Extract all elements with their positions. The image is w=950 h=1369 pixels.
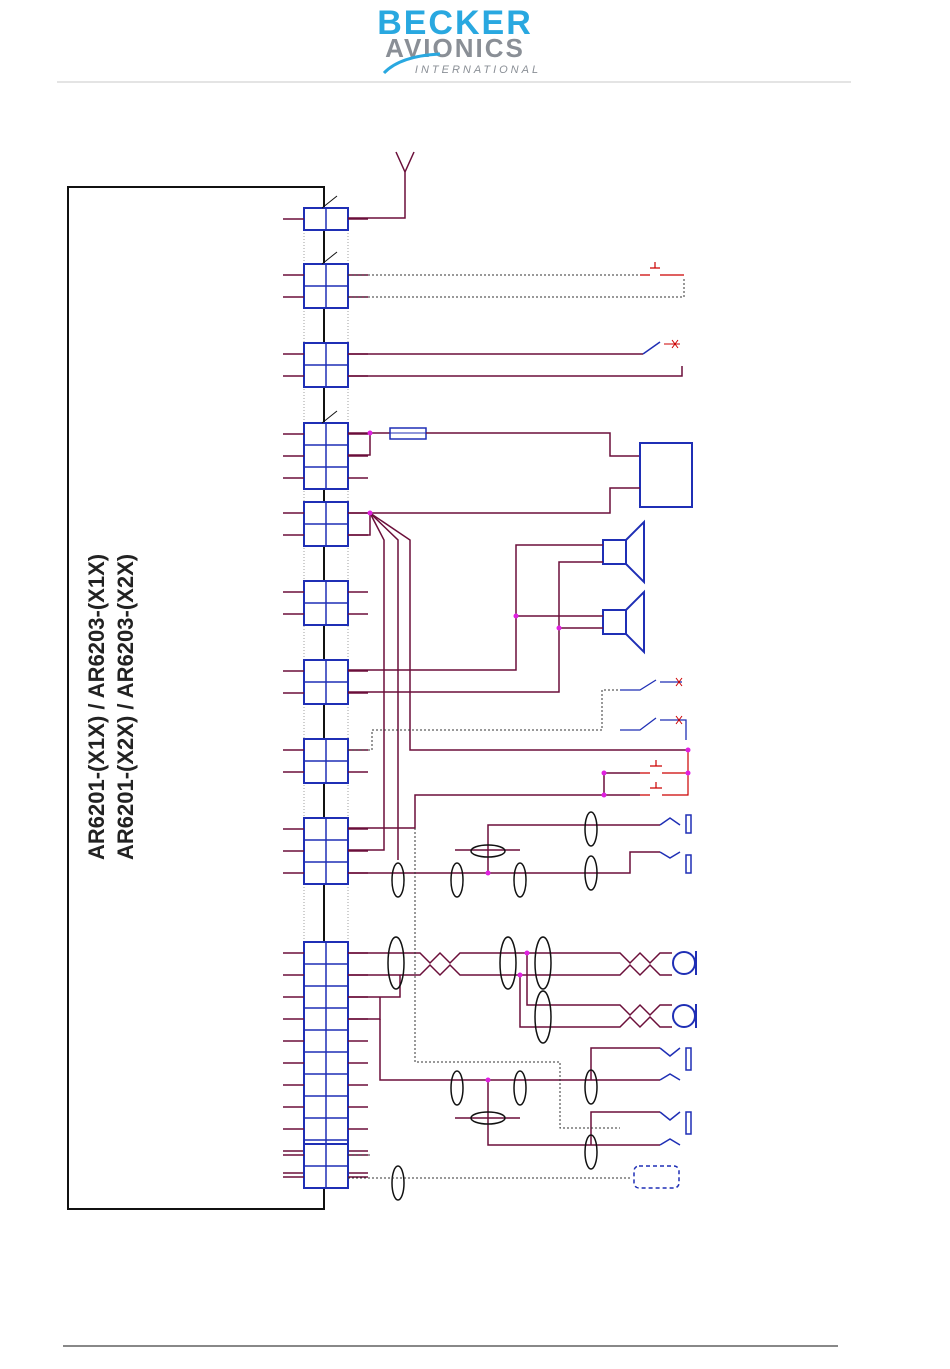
microphone-1-icon — [673, 951, 696, 975]
optional-device-icon — [348, 1155, 679, 1188]
speaker-2-icon — [603, 592, 644, 652]
junction-dots — [368, 431, 691, 1083]
microphone-2-icon — [673, 1004, 696, 1028]
unit-title-line1: AR6201-(X1X) / AR6203-(X1X) — [84, 554, 109, 860]
toggle-switch-icon — [348, 340, 682, 376]
shield-ellipses-lower — [392, 1070, 597, 1200]
speaker-1-icon — [603, 522, 644, 582]
ground-wire — [348, 488, 640, 513]
headset-jack-upper-icon — [660, 815, 691, 873]
mic-wires — [348, 953, 672, 1027]
connector-strip — [283, 196, 368, 1209]
power-supply-block — [640, 443, 692, 507]
fuse-icon — [348, 428, 640, 456]
ground-fan-wires — [348, 513, 688, 860]
speaker-wires — [348, 545, 603, 692]
headset-jack-lower-icon — [660, 1048, 691, 1145]
unit-title-line2: AR6201-(X2X) / AR6203-(X2X) — [113, 554, 138, 860]
push-button-switch-icon — [348, 262, 684, 297]
antenna-icon — [348, 152, 414, 218]
ptt-switches-icon — [348, 750, 688, 828]
headset-jack-wires-lower — [380, 1019, 660, 1145]
